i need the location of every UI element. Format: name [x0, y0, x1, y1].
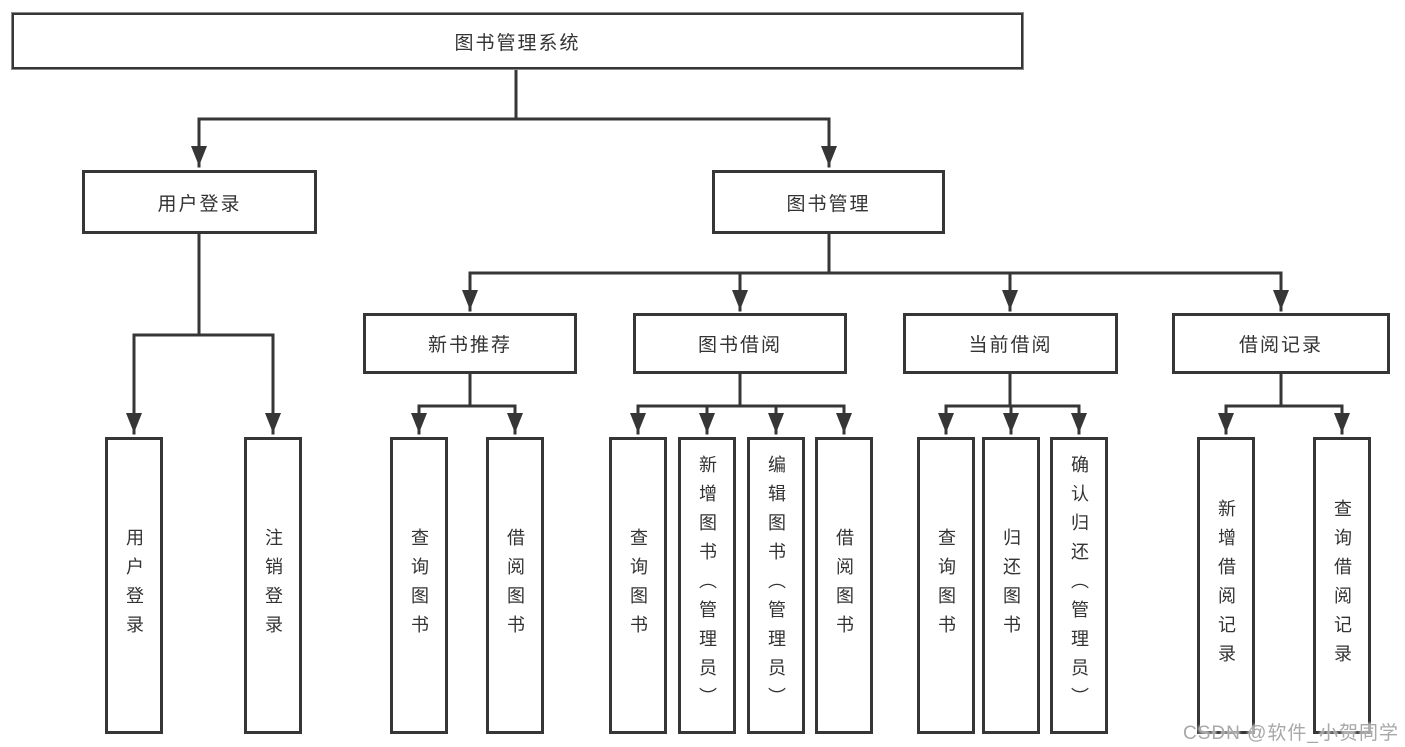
node-book-borrowing: 图书借阅 [633, 313, 847, 374]
node-library-system: 图书管理系统 [12, 13, 1023, 69]
connector-book-borrow-bar [636, 372, 846, 408]
node-bb-query-books: 查询图书 [609, 437, 667, 734]
connector-root-bar [197, 67, 831, 121]
node-bb-borrow-books: 借阅图书 [815, 437, 873, 734]
node-borrowing-records: 借阅记录 [1172, 313, 1390, 374]
connector-user-login-bar [132, 231, 275, 337]
node-br-query-record: 查询借阅记录 [1313, 437, 1371, 734]
node-nb-borrow-books: 借阅图书 [486, 437, 544, 734]
node-bb-edit-book-admin: 编辑图书（管理员） [747, 437, 805, 734]
csdn-watermark: CSDN @软件_小贺同学 [1183, 723, 1399, 744]
connector-current-borrow-bar [944, 372, 1081, 408]
node-current-borrowing: 当前借阅 [903, 313, 1118, 374]
node-user-login: 用户登录 [82, 170, 317, 234]
node-new-book-recommend: 新书推荐 [363, 313, 577, 374]
node-nb-query-books: 查询图书 [390, 437, 448, 734]
node-logout-leaf: 注销登录 [244, 437, 302, 734]
node-cb-query-books: 查询图书 [917, 437, 975, 734]
node-user-login-leaf: 用户登录 [105, 437, 163, 734]
connector-book-mgmt-bar [468, 230, 1283, 275]
node-bb-add-book-admin: 新增图书（管理员） [678, 437, 736, 734]
node-cb-confirm-return-admin: 确认归还（管理员） [1050, 437, 1108, 734]
node-br-add-record: 新增借阅记录 [1197, 437, 1255, 734]
connector-borrow-records-bar [1224, 372, 1344, 408]
node-cb-return-books: 归还图书 [982, 437, 1040, 734]
node-book-management: 图书管理 [712, 170, 945, 234]
connector-new-books-bar [417, 372, 517, 408]
